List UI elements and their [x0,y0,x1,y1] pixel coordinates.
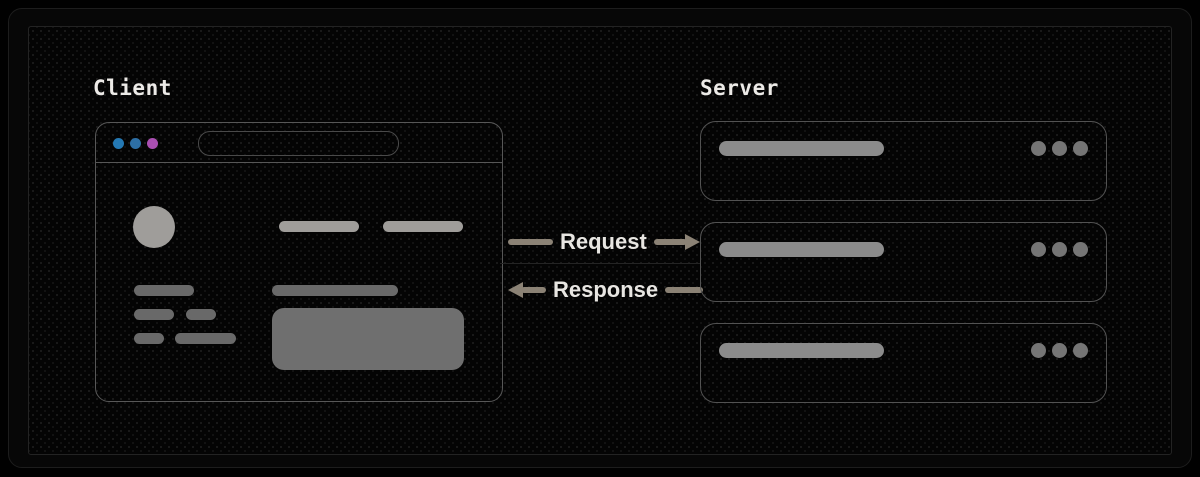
flow-divider-line [500,263,700,264]
server-dot [1052,343,1067,358]
server-box-3 [700,323,1107,403]
server-menu-dots [1031,343,1088,358]
browser-titlebar [96,123,502,163]
request-label: Request [560,229,647,254]
server-dot [1052,141,1067,156]
client-section-label: Client [93,76,172,100]
dotted-panel [28,26,1172,455]
server-menu-dots [1031,141,1088,156]
server-status-pill [719,343,884,358]
server-menu-dots [1031,242,1088,257]
content-block-placeholder [272,308,464,370]
window-control-dot-purple [147,137,158,149]
arrow-right-icon [653,234,700,250]
skeleton-pill-left-2 [134,309,174,320]
arrow-left-icon [508,282,546,298]
skeleton-pill-left-5 [175,333,236,344]
skeleton-pill-left-4 [134,333,164,344]
response-label: Response [553,277,659,302]
browser-window [95,122,503,402]
request-flow-row: Request [508,230,700,254]
window-control-dot-blue-2 [130,137,141,149]
server-section-label: Server [700,76,779,100]
server-dot [1031,242,1046,257]
request-line-segment [508,239,553,245]
server-dot [1031,343,1046,358]
skeleton-pill-heading [272,285,398,296]
server-box-2 [700,222,1107,302]
server-status-pill [719,141,884,156]
window-control-dot-blue-1 [113,137,124,149]
server-dot [1073,242,1088,257]
avatar-placeholder [133,206,175,248]
server-box-1 [700,121,1107,201]
skeleton-pill-top-1 [279,221,359,232]
server-status-pill [719,242,884,257]
url-bar [198,131,399,156]
skeleton-pill-left-3 [186,309,216,320]
response-line-segment [665,287,704,293]
server-dot [1073,141,1088,156]
skeleton-pill-top-2 [383,221,463,232]
server-dot [1073,343,1088,358]
server-dot [1052,242,1067,257]
skeleton-pill-left-1 [134,285,194,296]
window-control-dots [113,137,158,149]
server-dot [1031,141,1046,156]
response-flow-row: Response [508,277,704,302]
